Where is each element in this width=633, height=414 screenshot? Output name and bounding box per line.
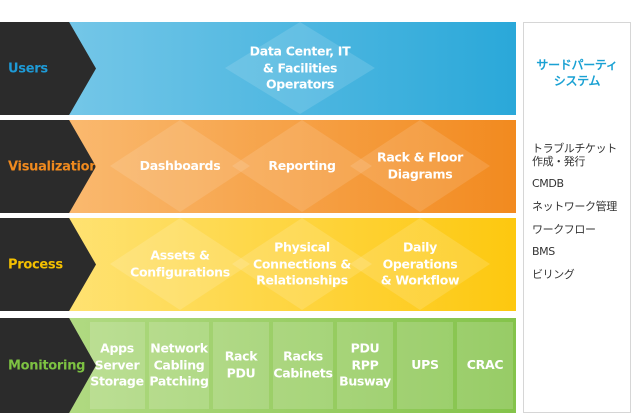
layer-monitoring-label: Monitoring xyxy=(8,358,86,373)
monitoring-crac: CRAC xyxy=(466,356,504,372)
monitoring-apps-box xyxy=(90,322,145,409)
third-party-systems-title: サードパーティ システム xyxy=(536,58,618,89)
monitoring-crac-box xyxy=(457,322,513,409)
visualization-dashboards: Dashboards xyxy=(139,157,221,173)
monitoring-racks-box xyxy=(273,322,333,409)
monitoring-pdu-rpp-box xyxy=(337,322,393,409)
list-item: トラブルチケット 作成・発行 xyxy=(532,142,617,168)
monitoring-ups-box xyxy=(397,322,453,409)
layer-users: Users Data Center, IT & Facilities Opera… xyxy=(0,22,516,115)
monitoring-rack-pdu: Rack PDU xyxy=(224,348,258,381)
process-daily-operations-workflow: Daily Operations & Workflow xyxy=(380,239,460,288)
monitoring-pdu-rpp-busway: PDU RPP Busway xyxy=(339,340,391,389)
list-item: ビリング xyxy=(532,267,575,281)
visualization-rack-floor-diagrams: Rack & Floor Diagrams xyxy=(377,149,463,182)
layer-users-label: Users xyxy=(8,61,48,76)
list-item: CMDB xyxy=(532,177,564,191)
monitoring-apps-server-storage: Apps Server Storage xyxy=(90,340,144,389)
layer-visualization: Visualization Dashboards Reporting Rack … xyxy=(0,120,516,213)
list-item: BMS xyxy=(532,245,555,259)
monitoring-ups: UPS xyxy=(411,356,439,372)
monitoring-racks-cabinets: Racks Cabinets xyxy=(273,348,333,381)
third-party-systems-list: トラブルチケット 作成・発行 CMDB ネットワーク管理 ワークフロー BMS … xyxy=(532,142,617,291)
process-physical-connections: Physical Connections & Relationships xyxy=(253,239,351,288)
monitoring-network-cabling-patching: Network Cabling Patching xyxy=(149,340,209,389)
third-party-systems-panel: サードパーティ システム トラブルチケット 作成・発行 CMDB ネットワーク管… xyxy=(523,22,631,413)
monitoring-network-box xyxy=(149,322,209,409)
layer-visualization-label: Visualization xyxy=(8,159,99,174)
layer-process-label: Process xyxy=(8,257,63,272)
process-assets-configurations: Assets & Configurations xyxy=(130,247,230,280)
visualization-reporting: Reporting xyxy=(268,157,336,173)
layer-process: Process Assets & Configurations Physical… xyxy=(0,218,516,311)
list-item: ワークフロー xyxy=(532,222,596,236)
users-item-operators: Data Center, IT & Facilities Operators xyxy=(249,43,351,92)
layer-monitoring: Monitoring Apps Server Storage Network C… xyxy=(0,318,516,413)
list-item: ネットワーク管理 xyxy=(532,199,617,213)
monitoring-rack-pdu-box xyxy=(213,322,269,409)
